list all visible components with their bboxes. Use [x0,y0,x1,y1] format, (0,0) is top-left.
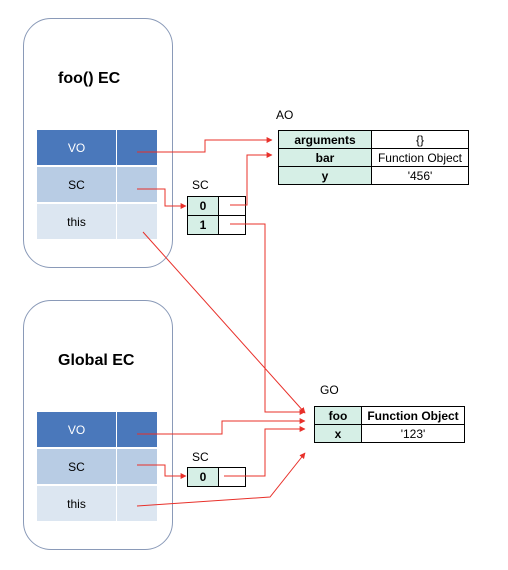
foo-sc-label: SC [37,167,117,202]
foo-vo-label: VO [37,130,117,165]
foo-sc-index-1: 1 [188,216,219,234]
global-this-slot [117,486,157,521]
go-label: GO [320,383,339,397]
global-sc-slot-0 [219,468,245,486]
ao-value: '456' [371,166,469,185]
ao-value: {} [371,130,469,149]
foo-sc-index-0: 0 [188,197,219,215]
global-ec-title: Global EC [58,352,135,369]
global-sc-index-0: 0 [188,468,219,486]
foo-sc-item-1: 1 [187,216,246,235]
global-sc-chain-label: SC [192,450,209,464]
go-table: foo Function Object x '123' [314,406,465,443]
go-value: Function Object [361,406,465,425]
global-sc-label: SC [37,449,117,484]
ao-key: bar [278,148,372,167]
foo-sc-chain-label: SC [192,178,209,192]
foo-this-label: this [37,204,117,239]
ao-key: y [278,166,372,185]
foo-sc-slot-1 [219,216,245,234]
foo-sc-slot-0 [219,197,245,215]
go-row: x '123' [314,424,465,443]
arrow-sc1-to-go [230,223,306,415]
foo-sc-item-0: 0 [187,196,246,216]
ao-label: AO [276,108,294,122]
global-this-label: this [37,486,117,521]
global-sc-item-0: 0 [187,467,246,487]
foo-sc-chain: 0 1 [187,196,246,235]
global-sc-slot [117,449,157,484]
go-value: '123' [361,424,465,443]
foo-ec-title: foo() EC [58,70,121,87]
go-row: foo Function Object [314,406,465,425]
ao-row: bar Function Object [278,148,469,167]
ao-row: arguments {} [278,130,469,149]
global-sc-chain: 0 [187,467,246,487]
foo-sc-slot [117,167,157,202]
global-vo-label: VO [37,412,117,447]
ao-row: y '456' [278,166,469,185]
ao-table: arguments {} bar Function Object y '456' [278,130,469,185]
global-vo-slot [117,412,157,447]
ao-key: arguments [278,130,372,149]
foo-this-slot [117,204,157,239]
go-key: foo [314,406,362,425]
foo-vo-slot [117,130,157,165]
go-key: x [314,424,362,443]
ao-value: Function Object [371,148,469,167]
